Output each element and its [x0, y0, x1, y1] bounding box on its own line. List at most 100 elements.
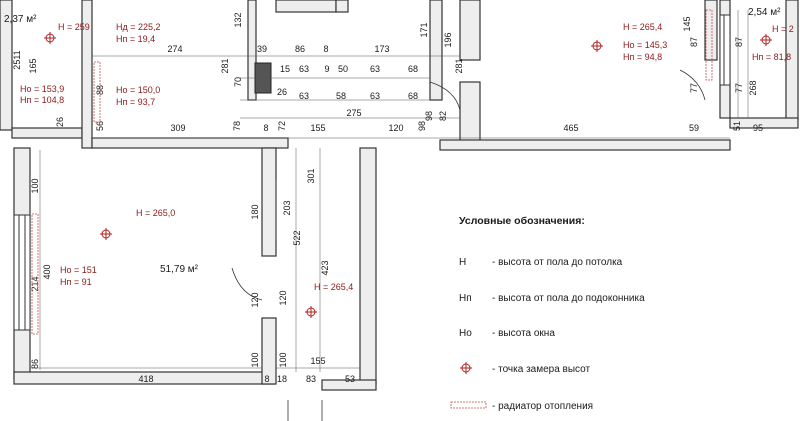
dim-155b: 155 [310, 356, 325, 366]
dim-214: 214 [30, 276, 40, 291]
radiator-icon [705, 9, 713, 81]
marker-icon [44, 32, 56, 44]
legend-symbol-ho: Hо [459, 328, 472, 339]
dim-100a: 100 [30, 178, 40, 193]
radiator-icon [93, 61, 101, 123]
room-top-right-height: H = 265,4 [623, 22, 662, 32]
room-main-window: Hо = 151 [60, 265, 97, 275]
dim-78: 78 [232, 121, 242, 131]
dim-301: 301 [306, 168, 316, 183]
legend-item-2: - высота от пола до подоконника [492, 293, 645, 304]
dim-63b: 63 [370, 64, 380, 74]
dim-275: 275 [346, 108, 361, 118]
marker-icon [760, 34, 772, 46]
legend-item-3: - высота окна [492, 328, 555, 339]
dim-98b: 98 [424, 111, 434, 121]
dimension-labels: 274 39 86 8 173 15 63 9 50 63 68 26 63 5… [12, 12, 763, 384]
dim-58: 58 [336, 91, 346, 101]
dim-120a: 120 [250, 292, 260, 307]
dim-203: 203 [282, 200, 292, 215]
dim-15: 15 [280, 64, 290, 74]
room-top-left-window: Hо = 153,9 [20, 84, 64, 94]
dim-82: 82 [438, 111, 448, 121]
marker-icon [305, 306, 317, 318]
dimension-lines [30, 10, 749, 372]
dim-63d: 63 [370, 91, 380, 101]
legend: Условные обозначения: H - высота от пола… [450, 215, 645, 412]
legend-item-5: - радиатор отопления [492, 401, 593, 412]
legend-symbol-hp: Hп [459, 293, 472, 304]
dim-8: 8 [323, 44, 328, 54]
window-left [13, 214, 31, 331]
dim-180: 180 [250, 204, 260, 219]
marker-icon [100, 228, 112, 240]
dim-423: 423 [320, 260, 330, 275]
dim-50: 50 [338, 64, 348, 74]
room-labels: 2,37 м² H = 259 Hо = 153,9 Hп = 104,8 Hд… [4, 7, 794, 292]
room-far-right-sill: Hп = 81,8 [752, 52, 791, 62]
dim-72: 72 [277, 121, 287, 131]
dim-155: 155 [310, 123, 325, 133]
dim-39: 39 [257, 44, 267, 54]
room-top-left-height: H = 259 [58, 22, 90, 32]
dim-70: 70 [233, 77, 243, 87]
walls [0, 0, 799, 391]
dim-53: 53 [345, 374, 355, 384]
room-top-left-area: 2,37 м² [4, 14, 37, 25]
dim-68a: 68 [408, 64, 418, 74]
dim-8c: 8 [264, 374, 269, 384]
dim-465: 465 [563, 123, 578, 133]
legend-symbol-h: H [459, 257, 466, 268]
dim-18: 18 [277, 374, 287, 384]
dim-56: 56 [95, 121, 105, 131]
room-main-height: H = 265,0 [136, 208, 175, 218]
dim-132: 132 [233, 12, 243, 27]
dim-26: 26 [277, 87, 287, 97]
dim-309: 309 [170, 123, 185, 133]
dim-59: 59 [689, 123, 699, 133]
dim-268: 268 [748, 80, 758, 95]
dim-86: 86 [295, 44, 305, 54]
dim-2511: 2511 [12, 50, 22, 69]
legend-item-1: - высота от пола до потолка [492, 257, 623, 268]
dim-100b: 100 [250, 352, 260, 367]
radiator-icon [31, 213, 39, 335]
dim-165: 165 [28, 58, 38, 73]
dim-171: 171 [419, 22, 429, 37]
marker-icon [591, 40, 603, 52]
room-main-sill: Hп = 91 [60, 277, 92, 287]
dim-63a: 63 [299, 64, 309, 74]
legend-item-4: - точка замера высот [492, 364, 591, 375]
dim-98: 98 [417, 121, 427, 131]
dim-400: 400 [42, 264, 52, 279]
room-top-right-sill: Hп = 94,8 [623, 52, 662, 62]
room-far-right-height: H = 2 [772, 24, 794, 34]
dim-95: 95 [753, 123, 763, 133]
room-main-area: 51,79 м² [160, 264, 199, 275]
dim-120: 120 [388, 123, 403, 133]
dim-522: 522 [292, 230, 302, 245]
window-right [719, 14, 731, 86]
dim-83: 83 [306, 374, 316, 384]
room-top-mid-window2: Hо = 150,0 [116, 85, 160, 95]
dim-87b: 87 [734, 37, 744, 47]
dim-274: 274 [167, 44, 182, 54]
door-swings [231, 69, 706, 421]
dim-281a: 281 [220, 58, 230, 73]
dim-26b: 26 [55, 117, 65, 127]
dim-87a: 87 [689, 37, 699, 47]
dim-418: 418 [138, 374, 153, 384]
dim-173: 173 [374, 44, 389, 54]
room-top-left-sill: Hп = 104,8 [20, 95, 64, 105]
dim-281b: 281 [454, 58, 464, 73]
measure-markers [44, 32, 772, 318]
room-top-mid-sill2: Hп = 93,7 [116, 97, 155, 107]
dim-145: 145 [682, 16, 692, 31]
legend-marker-icon [460, 362, 472, 374]
dim-63c: 63 [299, 91, 309, 101]
dim-77b: 77 [734, 83, 744, 93]
dim-120b: 120 [278, 290, 288, 305]
dim-77a: 77 [689, 83, 699, 93]
dim-100c: 100 [278, 352, 288, 367]
